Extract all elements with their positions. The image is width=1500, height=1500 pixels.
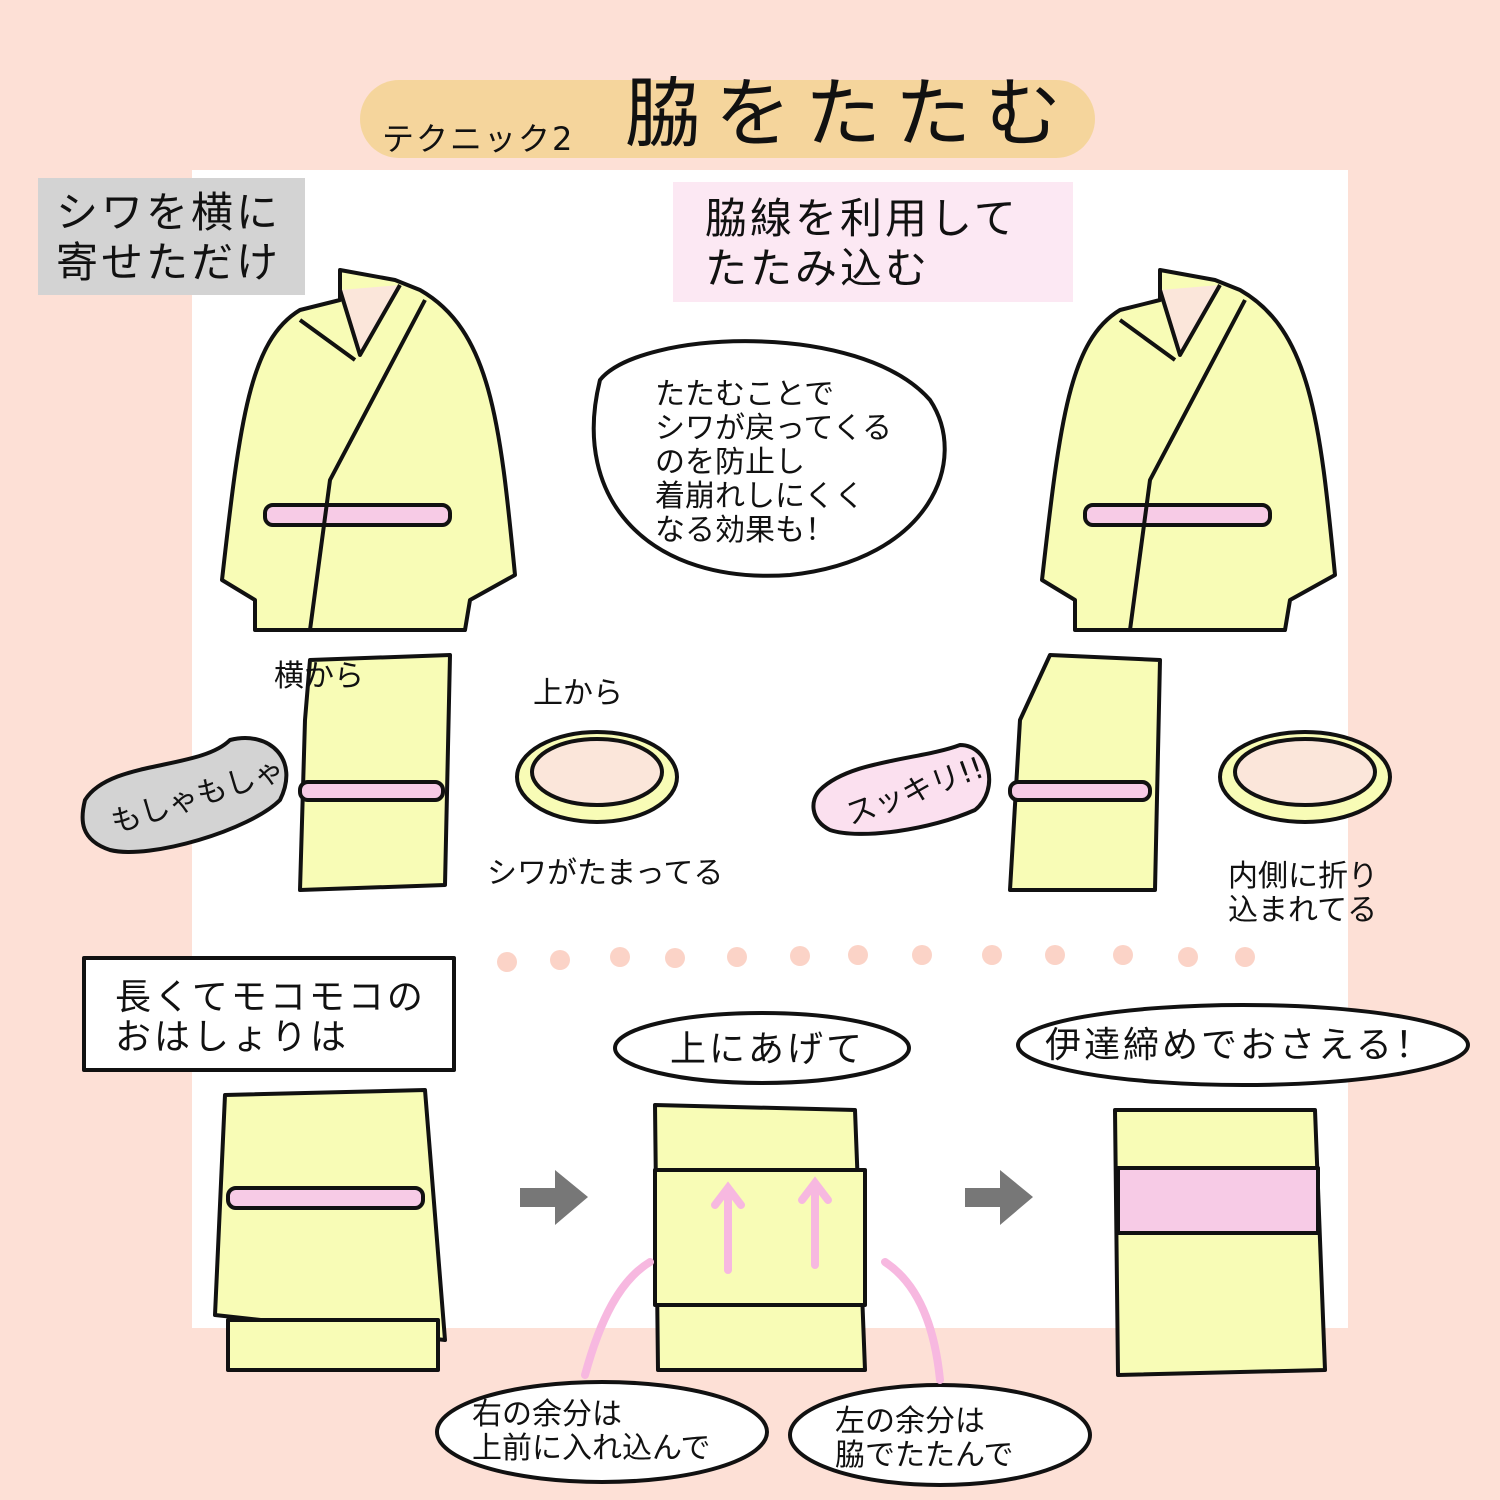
speech-bubble (591, 339, 947, 578)
right-excess-label: 右の余分は 上前に入れ込んで (472, 1397, 711, 1466)
messy-cloud (80, 736, 289, 854)
bubble-text: たたむことで シワが戻ってくる のを防止し 着崩れしにくく なる効果も！ (655, 377, 892, 548)
side-view-before (298, 653, 452, 892)
after-label: 脇線を利用して たたみ込む (673, 182, 1073, 302)
arrow-right-icon (520, 1170, 1033, 1225)
wrinkles-label: シワがたまってる (487, 856, 724, 891)
top-view-label: 上から (533, 676, 623, 711)
hold-label: 伊達締めでおさえる！ (1045, 1025, 1434, 1066)
long-ohashori-label: 長くてモコモコの おはしょりは (115, 977, 426, 1058)
hold-bubble (1016, 1003, 1470, 1087)
note-box (82, 956, 456, 1072)
left-excess-bubble (788, 1383, 1092, 1487)
clean-cloud (811, 743, 992, 836)
kimono-step1 (213, 1088, 447, 1342)
folded-in-label: 内側に折り 込まれてる (1228, 859, 1378, 928)
title-prefix: テクニック2 (382, 120, 575, 158)
pink-arrows (581, 1176, 944, 1384)
kimono-after-illustration (1040, 268, 1337, 632)
kimono-before-illustration (220, 268, 517, 632)
before-label: シワを横に 寄せただけ (38, 178, 305, 295)
right-excess-bubble (435, 1380, 769, 1484)
page-title: 脇をたたむ (625, 69, 1075, 158)
left-excess-label: 左の余分は 脇でたたんで (835, 1404, 1014, 1473)
side-view-label: 横から (274, 659, 364, 694)
kimono-step3 (1113, 1108, 1327, 1377)
lift-up-label: 上にあげて (670, 1029, 866, 1070)
side-view-after (1008, 653, 1162, 892)
lift-bubble (613, 1011, 911, 1085)
title-banner (360, 80, 1095, 158)
dot-divider (497, 945, 1255, 972)
